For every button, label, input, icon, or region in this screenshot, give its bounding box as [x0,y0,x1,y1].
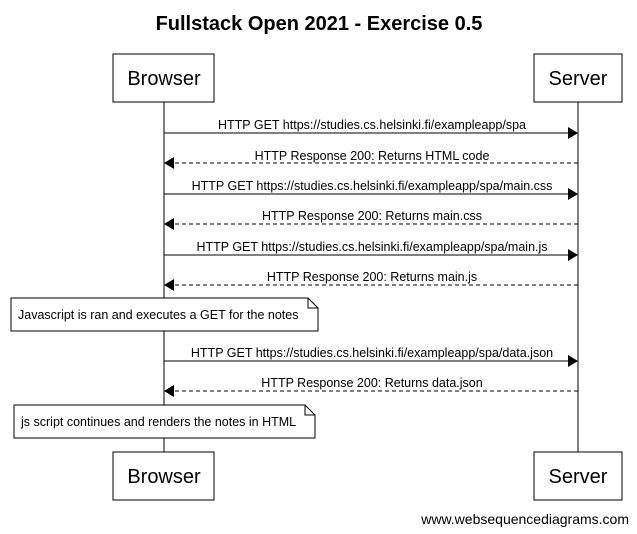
browser-actor-top: Browser [112,53,215,103]
message-5: HTTP GET https://studies.cs.helsinki.fi/… [164,240,578,261]
note-2: js script continues and renders the note… [13,404,316,439]
browser-actor-bottom: Browser [112,451,215,501]
browser-actor-bottom-label: Browser [127,466,201,488]
message-5-label: HTTP GET https://studies.cs.helsinki.fi/… [196,240,547,254]
server-actor-bottom: Server [533,451,623,501]
note-1-label: Javascript is ran and executes a GET for… [18,308,298,322]
message-3-label: HTTP GET https://studies.cs.helsinki.fi/… [192,179,553,193]
message-4-label: HTTP Response 200: Returns main.css [262,209,482,223]
browser-actor-top-label: Browser [127,68,201,90]
message-4: HTTP Response 200: Returns main.css [164,209,578,230]
note-2-label: js script continues and renders the note… [20,415,296,429]
server-actor-bottom-label: Server [549,466,608,488]
footer-watermark: www.websequencediagrams.com [420,511,629,527]
message-8-label: HTTP Response 200: Returns data.json [261,376,482,390]
message-2: HTTP Response 200: Returns HTML code [164,149,578,169]
message-8: HTTP Response 200: Returns data.json [164,376,578,397]
message-6: HTTP Response 200: Returns main.js [164,270,578,291]
server-actor-top-label: Server [549,68,608,90]
message-3: HTTP GET https://studies.cs.helsinki.fi/… [164,179,578,200]
message-1: HTTP GET https://studies.cs.helsinki.fi/… [164,118,578,139]
note-1: Javascript is ran and executes a GET for… [10,297,319,332]
message-7: HTTP GET https://studies.cs.helsinki.fi/… [164,346,578,367]
diagram-title: Fullstack Open 2021 - Exercise 0.5 [156,13,483,35]
message-2-label: HTTP Response 200: Returns HTML code [255,149,490,163]
message-7-label: HTTP GET https://studies.cs.helsinki.fi/… [191,346,553,360]
server-actor-top: Server [533,53,623,103]
message-1-label: HTTP GET https://studies.cs.helsinki.fi/… [218,118,526,132]
message-6-label: HTTP Response 200: Returns main.js [267,270,477,284]
